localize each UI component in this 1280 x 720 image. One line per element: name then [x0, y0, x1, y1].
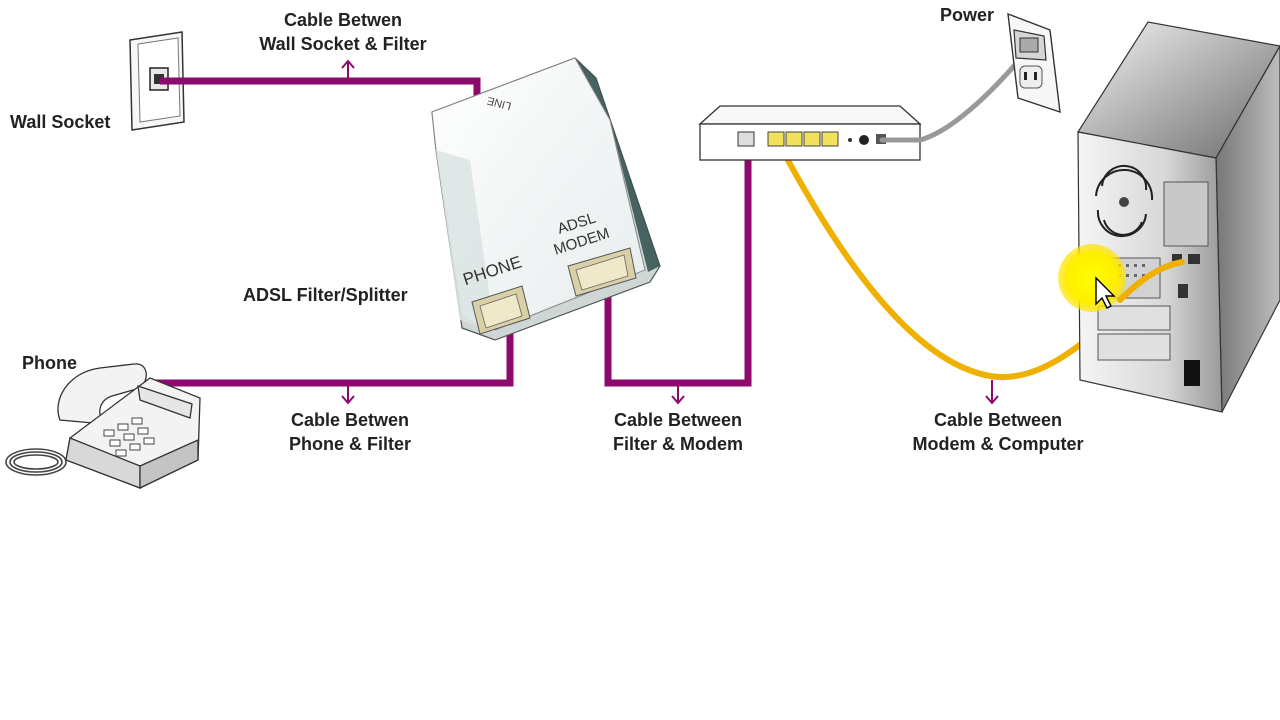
mouse-cursor-icon: [1095, 276, 1116, 309]
computer-tower-icon: [1077, 21, 1280, 413]
label-line: Phone & Filter: [288, 434, 411, 454]
cursor-highlight: [1058, 244, 1126, 312]
label-line: Cable Between: [933, 410, 1063, 430]
power-cable: [879, 49, 1029, 143]
label-line: Filter & Modem: [612, 434, 743, 454]
label-line: Cable Between: [613, 410, 743, 430]
label-line: Modem & Computer: [912, 434, 1084, 454]
power-outlet-icon: [1007, 12, 1061, 114]
label-cable-modem-computer: Cable Between Modem & Computer: [888, 408, 1108, 456]
label-cable-filter-modem: Cable Between Filter & Modem: [588, 408, 768, 456]
label-arrows: [341, 59, 999, 405]
cable-wall-to-filter: [160, 77, 481, 98]
label-line: Cable Betwen: [290, 410, 410, 430]
label-cable-wall-filter: Cable Betwen Wall Socket & Filter: [238, 8, 448, 56]
label-cable-phone-filter: Cable Betwen Phone & Filter: [260, 408, 440, 456]
cable-filter-to-modem: [604, 132, 752, 387]
label-line: Cable Betwen: [283, 10, 403, 30]
label-line: Phone: [22, 353, 78, 373]
label-line: ADSL Filter/Splitter: [243, 285, 408, 305]
adsl-filter-icon: LINE PHONE ADSL MODEM: [431, 57, 661, 341]
label-line: Power: [940, 5, 995, 25]
label-wall-socket: Wall Socket: [10, 110, 110, 134]
adsl-modem-icon: [698, 105, 922, 161]
wall-socket-icon: [129, 31, 185, 131]
cable-phone-to-filter: [150, 296, 514, 387]
ethernet-cable-end: [1117, 259, 1185, 303]
label-phone: Phone: [22, 351, 77, 375]
label-adsl-filter: ADSL Filter/Splitter: [243, 283, 408, 307]
label-power: Power: [940, 3, 994, 27]
label-line: Wall Socket & Filter: [259, 34, 427, 54]
label-line: Wall Socket: [10, 112, 111, 132]
telephone-icon: [5, 363, 201, 490]
